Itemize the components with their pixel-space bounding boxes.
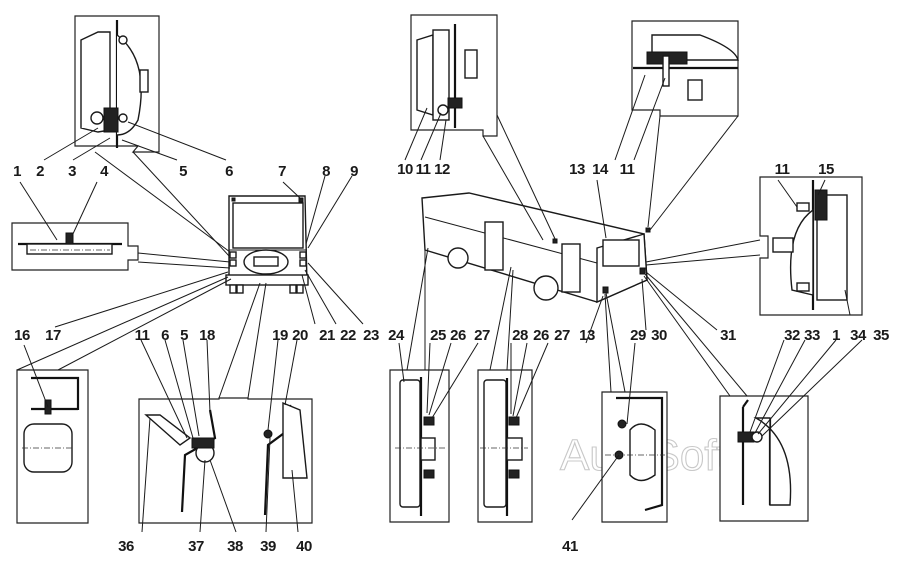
- callout-7: 7: [278, 163, 286, 180]
- callout-11-d: 11: [135, 327, 150, 344]
- bus-rear-view: [225, 195, 309, 294]
- callout-13-b: 13: [579, 327, 595, 344]
- callout-24: 24: [388, 327, 405, 344]
- callout-19: 19: [272, 327, 288, 344]
- callout-33: 33: [804, 327, 820, 344]
- bus-side-view: [421, 192, 651, 304]
- callout-25: 25: [430, 327, 446, 344]
- callout-16: 16: [14, 327, 30, 344]
- callout-29: 29: [630, 327, 646, 344]
- detail-turn-lamp: [410, 14, 498, 137]
- callout-10: 10: [397, 161, 413, 178]
- callout-30: 30: [651, 327, 667, 344]
- detail-side-marker-lamp: [11, 222, 139, 271]
- detail-rear-lamp-side: [759, 176, 863, 316]
- callout-22: 22: [340, 327, 356, 344]
- detail-side-marker-front: [389, 369, 450, 523]
- callout-11-b: 11: [620, 161, 635, 178]
- callout-4: 4: [100, 163, 109, 180]
- callout-28: 28: [512, 327, 528, 344]
- callout-5-b: 5: [180, 327, 188, 344]
- callout-15: 15: [818, 161, 834, 178]
- callout-26-a: 26: [450, 327, 466, 344]
- leader-lines: [16, 74, 863, 533]
- callout-5: 5: [179, 163, 187, 180]
- callout-6: 6: [225, 163, 233, 180]
- detail-headlamp-front: [74, 15, 160, 153]
- callout-37: 37: [188, 538, 204, 555]
- callout-32: 32: [784, 327, 800, 344]
- callout-34: 34: [850, 327, 867, 344]
- callout-40: 40: [296, 538, 312, 555]
- callout-14: 14: [592, 161, 609, 178]
- detail-fog-lamp: [16, 369, 89, 524]
- callout-8: 8: [322, 163, 330, 180]
- callout-35: 35: [873, 327, 889, 344]
- callout-1: 1: [13, 163, 21, 180]
- callout-23: 23: [363, 327, 379, 344]
- callout-3: 3: [68, 163, 76, 180]
- detail-side-marker-middle: [477, 369, 533, 523]
- callout-11-a: 11: [416, 161, 431, 178]
- callout-41: 41: [562, 538, 578, 555]
- callout-13-a: 13: [569, 161, 585, 178]
- callout-9: 9: [350, 163, 358, 180]
- callout-39: 39: [260, 538, 276, 555]
- callout-20: 20: [292, 327, 308, 344]
- callout-31: 31: [720, 327, 736, 344]
- detail-rear-position-lamp: [719, 395, 809, 522]
- detail-reverse-lamp: [601, 391, 668, 523]
- callout-26-b: 26: [533, 327, 549, 344]
- callout-27-b: 27: [554, 327, 570, 344]
- callout-1-b: 1: [832, 327, 840, 344]
- callout-11-c: 11: [775, 161, 790, 178]
- callout-labels: 1 2 3 4 5 6 7 8 9 10 11 12 13 14 11 11 1…: [13, 161, 889, 555]
- callout-12: 12: [434, 161, 450, 178]
- callout-36: 36: [118, 538, 134, 555]
- callout-18: 18: [199, 327, 215, 344]
- callout-17: 17: [45, 327, 61, 344]
- callout-2: 2: [36, 163, 44, 180]
- detail-licence-plate-lamp: [138, 397, 313, 524]
- callout-6-b: 6: [161, 327, 169, 344]
- callout-21: 21: [319, 327, 335, 344]
- callout-38: 38: [227, 538, 243, 555]
- callout-27-a: 27: [474, 327, 490, 344]
- detail-roof-marker-lamp: [631, 20, 739, 117]
